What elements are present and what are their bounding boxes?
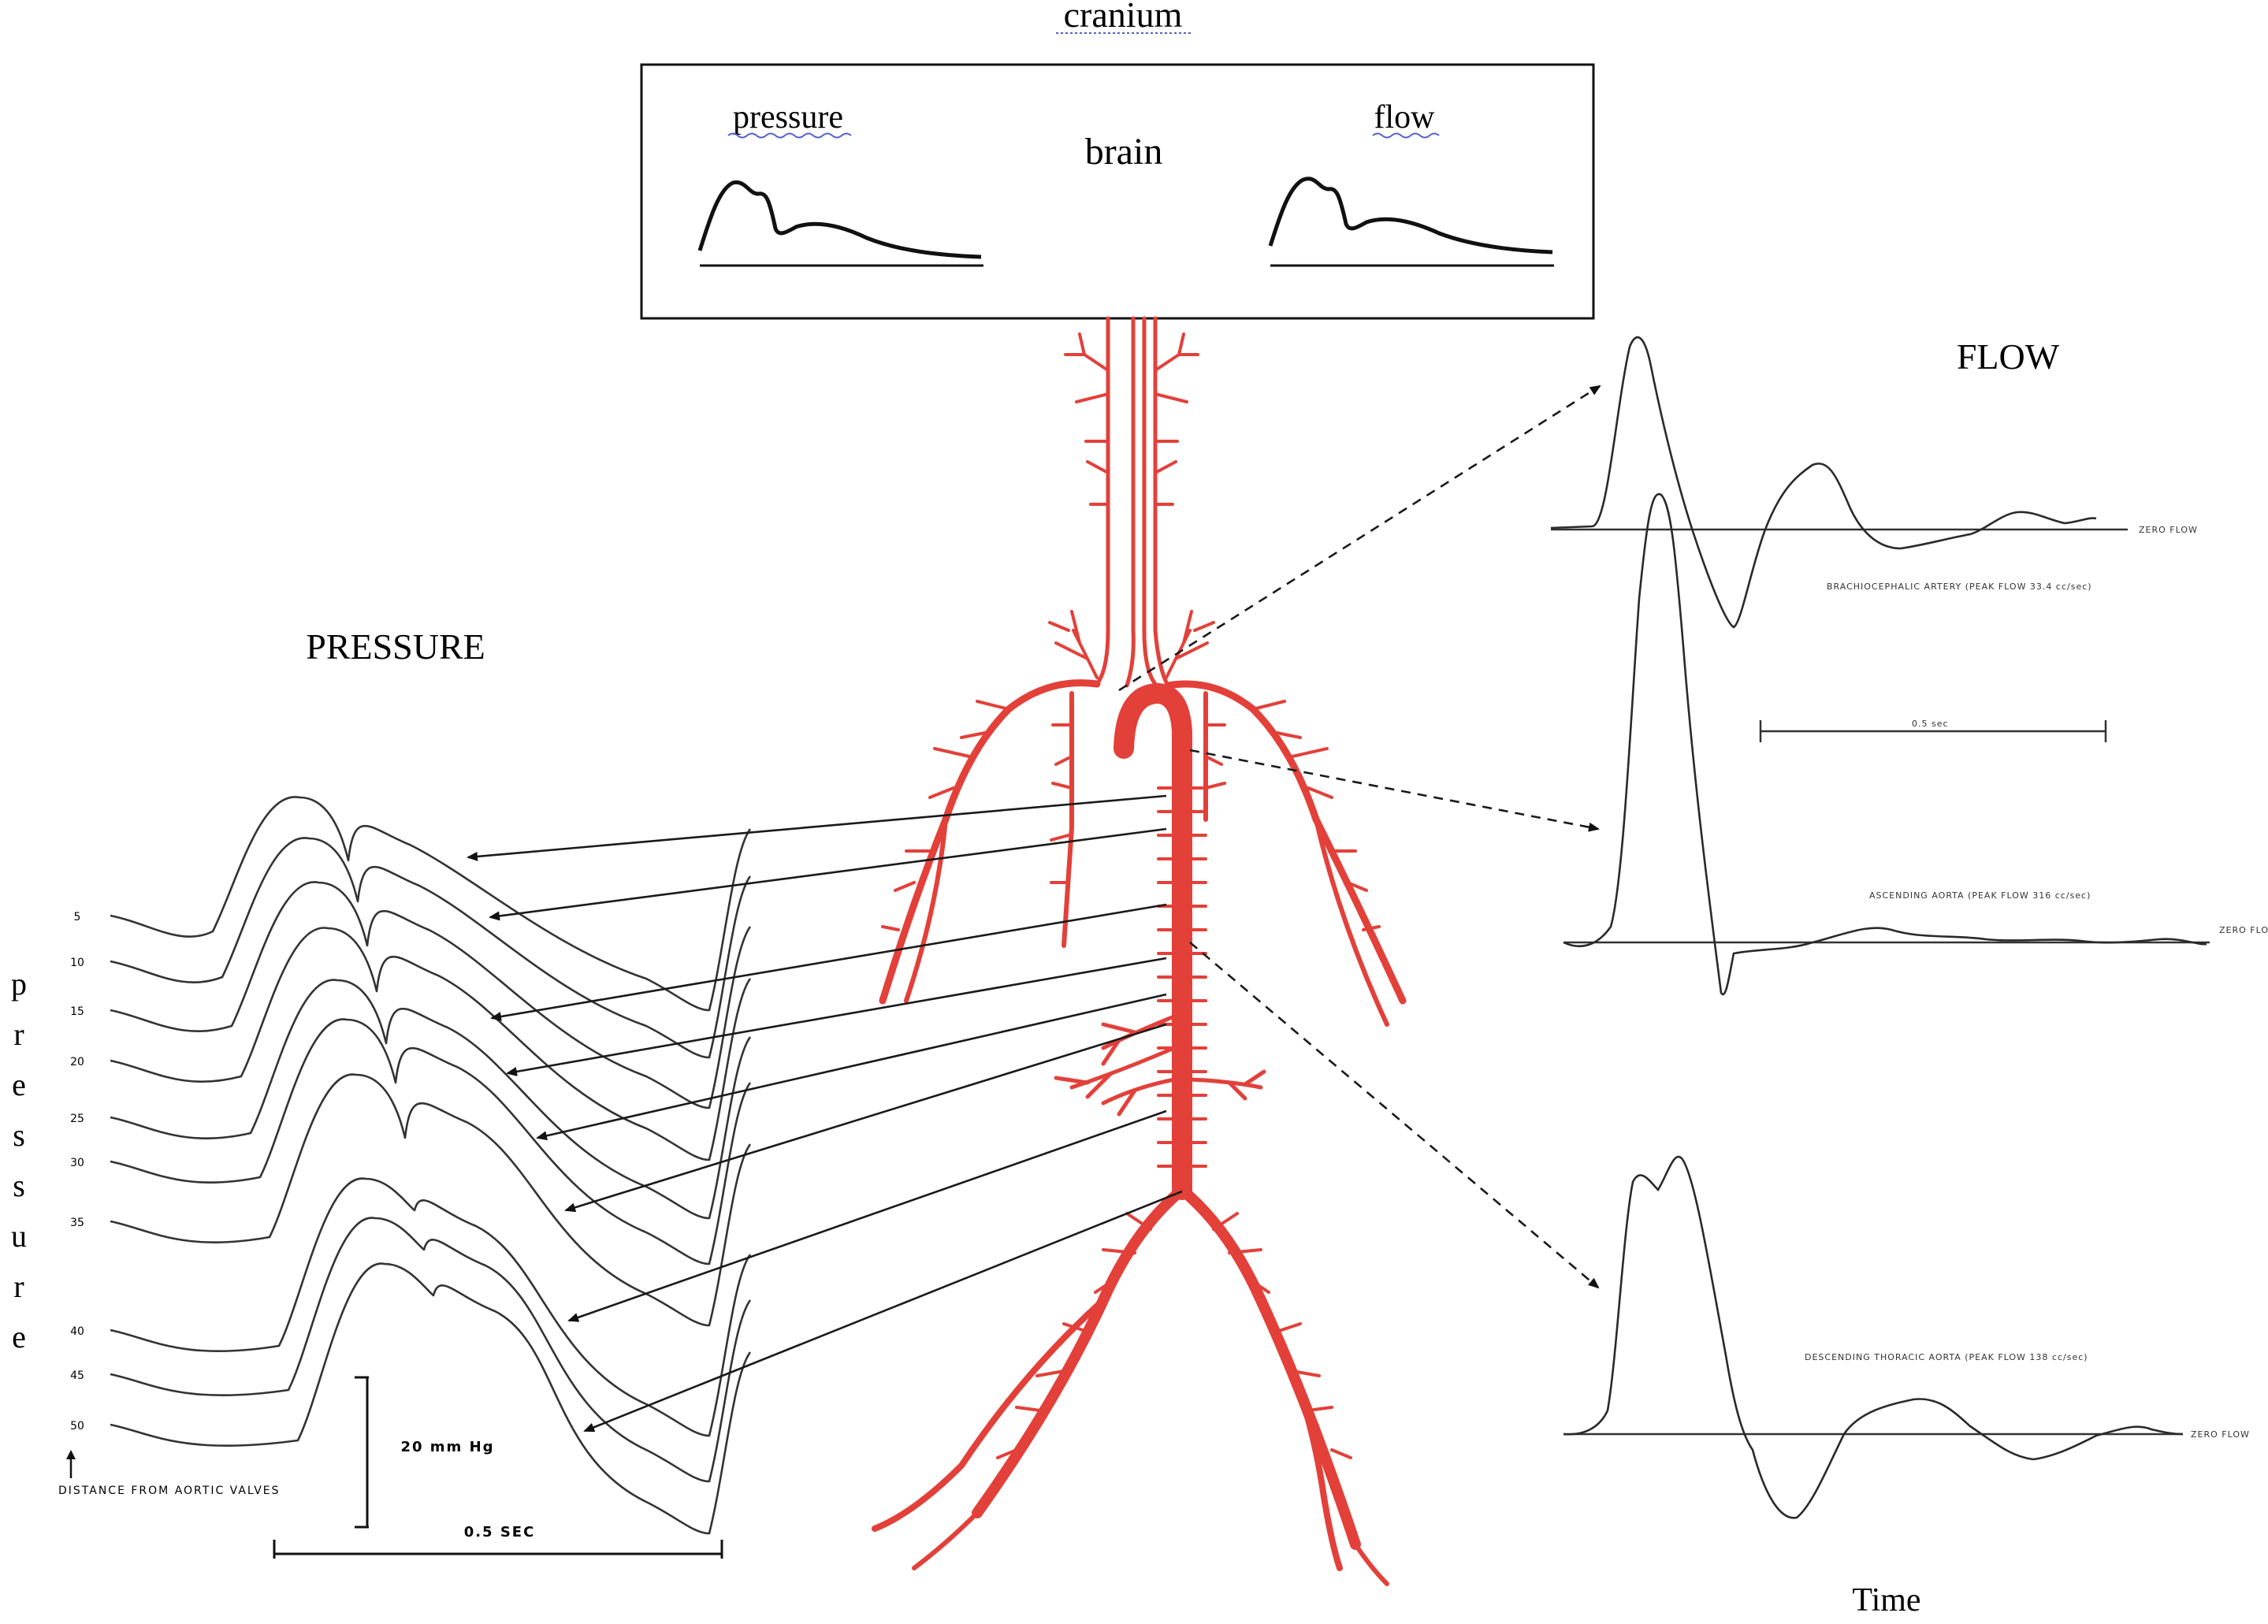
pressure-vertical-letter: r [13,1269,24,1304]
pressure-trace [110,979,752,1220]
brain-label: brain [1085,131,1163,173]
pressure-trace [110,1073,752,1327]
pressure-distance-labels: 5 10 15 20 25 30 35 40 45 50 [70,911,84,1433]
pressure-vertical-letter: s [13,1117,25,1153]
zero-flow-label: ZERO FLOW [2191,1429,2250,1440]
distance-label: 10 [70,957,84,969]
cranium-box [640,63,1595,320]
pressure-vertical-letter: s [13,1168,25,1203]
zero-flow-label: ZERO FLOW [2219,925,2268,935]
pressure-title: PRESSURE [306,626,485,667]
brain-flow-waveform [1268,177,1554,267]
pressure-trace [110,1018,752,1265]
flow-scale-label: 0.5 sec [1912,719,1949,729]
flow-scale-bar: 0.5 sec [1759,719,2107,742]
pressure-trace [110,796,752,1012]
pressure-vertical-letter: e [12,1067,26,1102]
distance-caption: DISTANCE FROM AORTIC VALVES [58,1485,281,1497]
pressure-trace [110,927,752,1161]
pressure-scale-label: 20 mm Hg [400,1439,494,1455]
pressure-vertical-letter: e [12,1319,26,1355]
ascending-aorta-caption: ASCENDING AORTA (PEAK FLOW 316 cc/sec) [1869,890,2091,901]
distance-label: 35 [70,1217,84,1229]
distance-label: 15 [70,1005,84,1018]
distance-label: 25 [70,1113,84,1125]
pressure-trace [110,837,752,1059]
pressure-trace [110,1262,752,1535]
distance-label: 45 [70,1369,84,1382]
pressure-time-bar [273,1540,723,1559]
brain-flow-label: flow [1374,99,1436,136]
brachiocephalic-caption: BRACHIOCEPHALIC ARTERY (PEAK FLOW 33.4 c… [1827,582,2092,592]
flow-arrows [1118,385,1601,1289]
distance-label: 5 [74,911,81,923]
pressure-vertical-letter: p [11,966,27,1002]
pressure-vertical-letter: u [11,1218,27,1254]
flow-trace-descending-thoracic-aorta: ZERO FLOW DESCENDING THORACIC AORTA (PEA… [1563,1155,2250,1519]
distance-label: 20 [70,1056,84,1068]
pressure-trace [110,1177,752,1437]
pressure-vertical-letter: r [13,1016,24,1052]
flow-trace-ascending-aorta: ZERO FLOW ASCENDING AORTA (PEAK FLOW 316… [1563,492,2268,996]
pressure-scale-bar [355,1376,369,1529]
distance-axis-arrow [66,1450,76,1478]
distance-label: 30 [70,1157,84,1169]
pressure-trace [110,881,752,1109]
pressure-vertical-label: pressure [11,966,27,1355]
cranium-label: cranium [1064,0,1183,35]
arterial-tree-illustration [872,316,1407,1586]
brain-pressure-waveform [697,180,983,267]
descending-aorta-caption: DESCENDING THORACIC AORTA (PEAK FLOW 138… [1805,1352,2088,1362]
flow-trace-brachiocephalic: ZERO FLOW BRACHIOCEPHALIC ARTERY (PEAK F… [1550,336,2198,629]
flow-title: FLOW [1957,336,2060,377]
distance-label: 50 [70,1420,84,1433]
brain-pressure-label: pressure [733,99,843,136]
zero-flow-label: ZERO FLOW [2139,525,2198,535]
distance-label: 40 [70,1325,84,1338]
time-axis-label: Time [1852,1582,1920,1618]
pressure-traces [110,796,752,1535]
pressure-trace [110,1217,752,1483]
pressure-arrows [467,794,1183,1433]
pressure-time-label: 0.5 SEC [464,1524,536,1540]
